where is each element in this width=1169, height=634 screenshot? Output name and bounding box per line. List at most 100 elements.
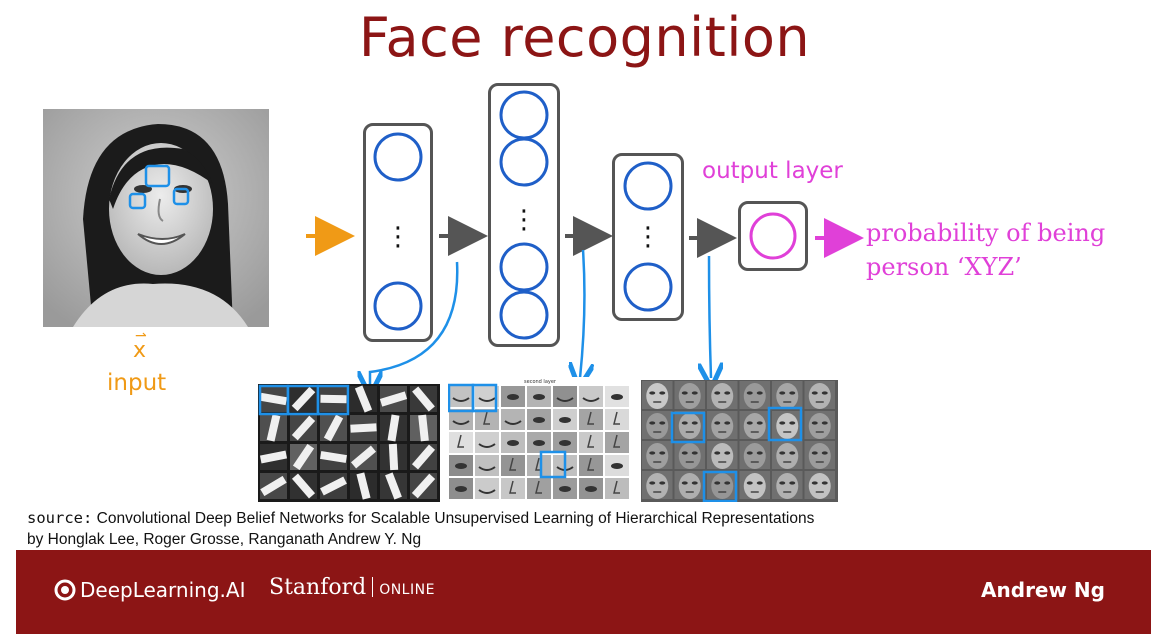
edge-feature-patch [380, 443, 407, 471]
part-feature-patch [579, 455, 603, 476]
neuron [623, 161, 673, 211]
face-feature-patch [739, 471, 770, 499]
slide-title: Face recognition [358, 6, 811, 69]
stanford-online-logo[interactable]: Stanford ONLINE [269, 574, 435, 600]
hidden-layer-3 [612, 153, 684, 321]
output-layer-label: output layer [702, 158, 843, 184]
edge-feature-patch [320, 386, 347, 412]
edge-feature-patch [349, 415, 378, 441]
face-feature-patch [707, 381, 738, 409]
edge-feature-patch [409, 441, 438, 473]
edge-feature-patch [350, 470, 377, 502]
part-feature-patch [579, 478, 603, 499]
partner-name: Stanford [269, 575, 367, 600]
face-feature-patch [707, 441, 738, 469]
face-feature-patch [804, 411, 835, 439]
face-feature-patch [642, 471, 673, 499]
part-feature-patch [605, 455, 629, 476]
part-feature-patch [579, 386, 603, 407]
neuron [499, 242, 549, 292]
edge-feature-patch [320, 411, 347, 445]
output-description-line1: probability of being [866, 219, 1106, 247]
part-feature-patch [449, 478, 473, 499]
source-prefix: source: [27, 509, 93, 527]
neuron [499, 90, 549, 140]
input-label: input [107, 370, 167, 396]
neuron [373, 281, 423, 331]
edge-feature-patch [290, 440, 317, 474]
face-feature-patch [707, 411, 738, 439]
edge-feature-patch [258, 386, 289, 412]
face-feature-patch [642, 441, 673, 469]
part-feature-patch [501, 432, 525, 453]
face-feature-patch [772, 411, 803, 439]
face-feature-patch [772, 381, 803, 409]
output-layer [738, 201, 808, 271]
part-feature-patch [475, 432, 499, 453]
annotation-curve [709, 255, 711, 378]
neuron [499, 137, 549, 187]
layer-1-ellipsis: ⋮ [385, 222, 411, 252]
face-feature-patch [707, 471, 738, 499]
edge-feature-patch [347, 443, 380, 471]
edge-feature-patch [377, 386, 410, 412]
part-feature-patch [527, 386, 551, 407]
edge-feature-patch [289, 470, 318, 502]
deeplearning-ai-logo[interactable]: DeepLearning.AI [54, 578, 245, 602]
face-feature-patch [804, 381, 835, 409]
part-feature-patch [475, 455, 499, 476]
part-feature-patch [501, 478, 525, 499]
face-feature-patch [642, 381, 673, 409]
source-line2: by Honglak Lee, Roger Grosse, Ranganath … [27, 531, 422, 548]
face-feature-patch [772, 471, 803, 499]
logo-divider [372, 577, 374, 597]
author-name: Andrew Ng [981, 578, 1105, 602]
part-feature-patch [501, 455, 525, 476]
second-layer-features: second layer [448, 377, 631, 502]
part-feature-patch [605, 432, 629, 453]
face-feature-patch [739, 441, 770, 469]
face-feature-patch [739, 411, 770, 439]
face-feature-patch [804, 471, 835, 499]
part-feature-patch [553, 386, 577, 407]
annotation-curve [370, 261, 459, 386]
output-neuron [749, 212, 797, 260]
part-feature-patch [605, 386, 629, 407]
first-layer-features [258, 384, 440, 502]
part-feature-patch [605, 409, 629, 430]
face-feature-patch [674, 381, 705, 409]
edge-feature-patch [350, 384, 377, 417]
face-feature-patch [642, 411, 673, 439]
neuron [623, 262, 673, 312]
edge-feature-patch [288, 384, 319, 415]
part-feature-patch [449, 455, 473, 476]
part-feature-patch [605, 478, 629, 499]
face-feature-patch [674, 471, 705, 499]
part-feature-patch [449, 386, 473, 407]
edge-feature-patch [380, 469, 407, 502]
edge-feature-patch [409, 470, 438, 502]
face-feature-patch [674, 411, 705, 439]
face-feature-patch [804, 441, 835, 469]
brand-name: DeepLearning.AI [80, 578, 246, 602]
part-feature-patch [449, 409, 473, 430]
output-description-line2: person ‘XYZ’ [866, 253, 1022, 281]
part-feature-patch [553, 478, 577, 499]
part-feature-patch [553, 409, 577, 430]
input-vector-label: ⇀ x [133, 328, 147, 363]
third-layer-features [641, 380, 838, 502]
deeplearning-ai-logo-icon [54, 579, 76, 601]
neuron [499, 290, 549, 340]
layer-2-ellipsis: ⋮ [511, 205, 537, 235]
footer-bar: DeepLearning.AI Stanford ONLINE Andrew N… [16, 550, 1151, 634]
edge-feature-patch [289, 412, 318, 444]
face-feature-patch [739, 381, 770, 409]
edge-feature-patch [318, 444, 349, 470]
hidden-layer-1 [363, 123, 433, 342]
source-citation: source: Convolutional Deep Belief Networ… [27, 508, 814, 550]
source-line1: Convolutional Deep Belief Networks for S… [96, 510, 815, 527]
edge-feature-patch [258, 444, 289, 470]
part-feature-patch [475, 478, 499, 499]
second-layer-caption: second layer [524, 379, 557, 385]
part-feature-patch [527, 455, 551, 476]
